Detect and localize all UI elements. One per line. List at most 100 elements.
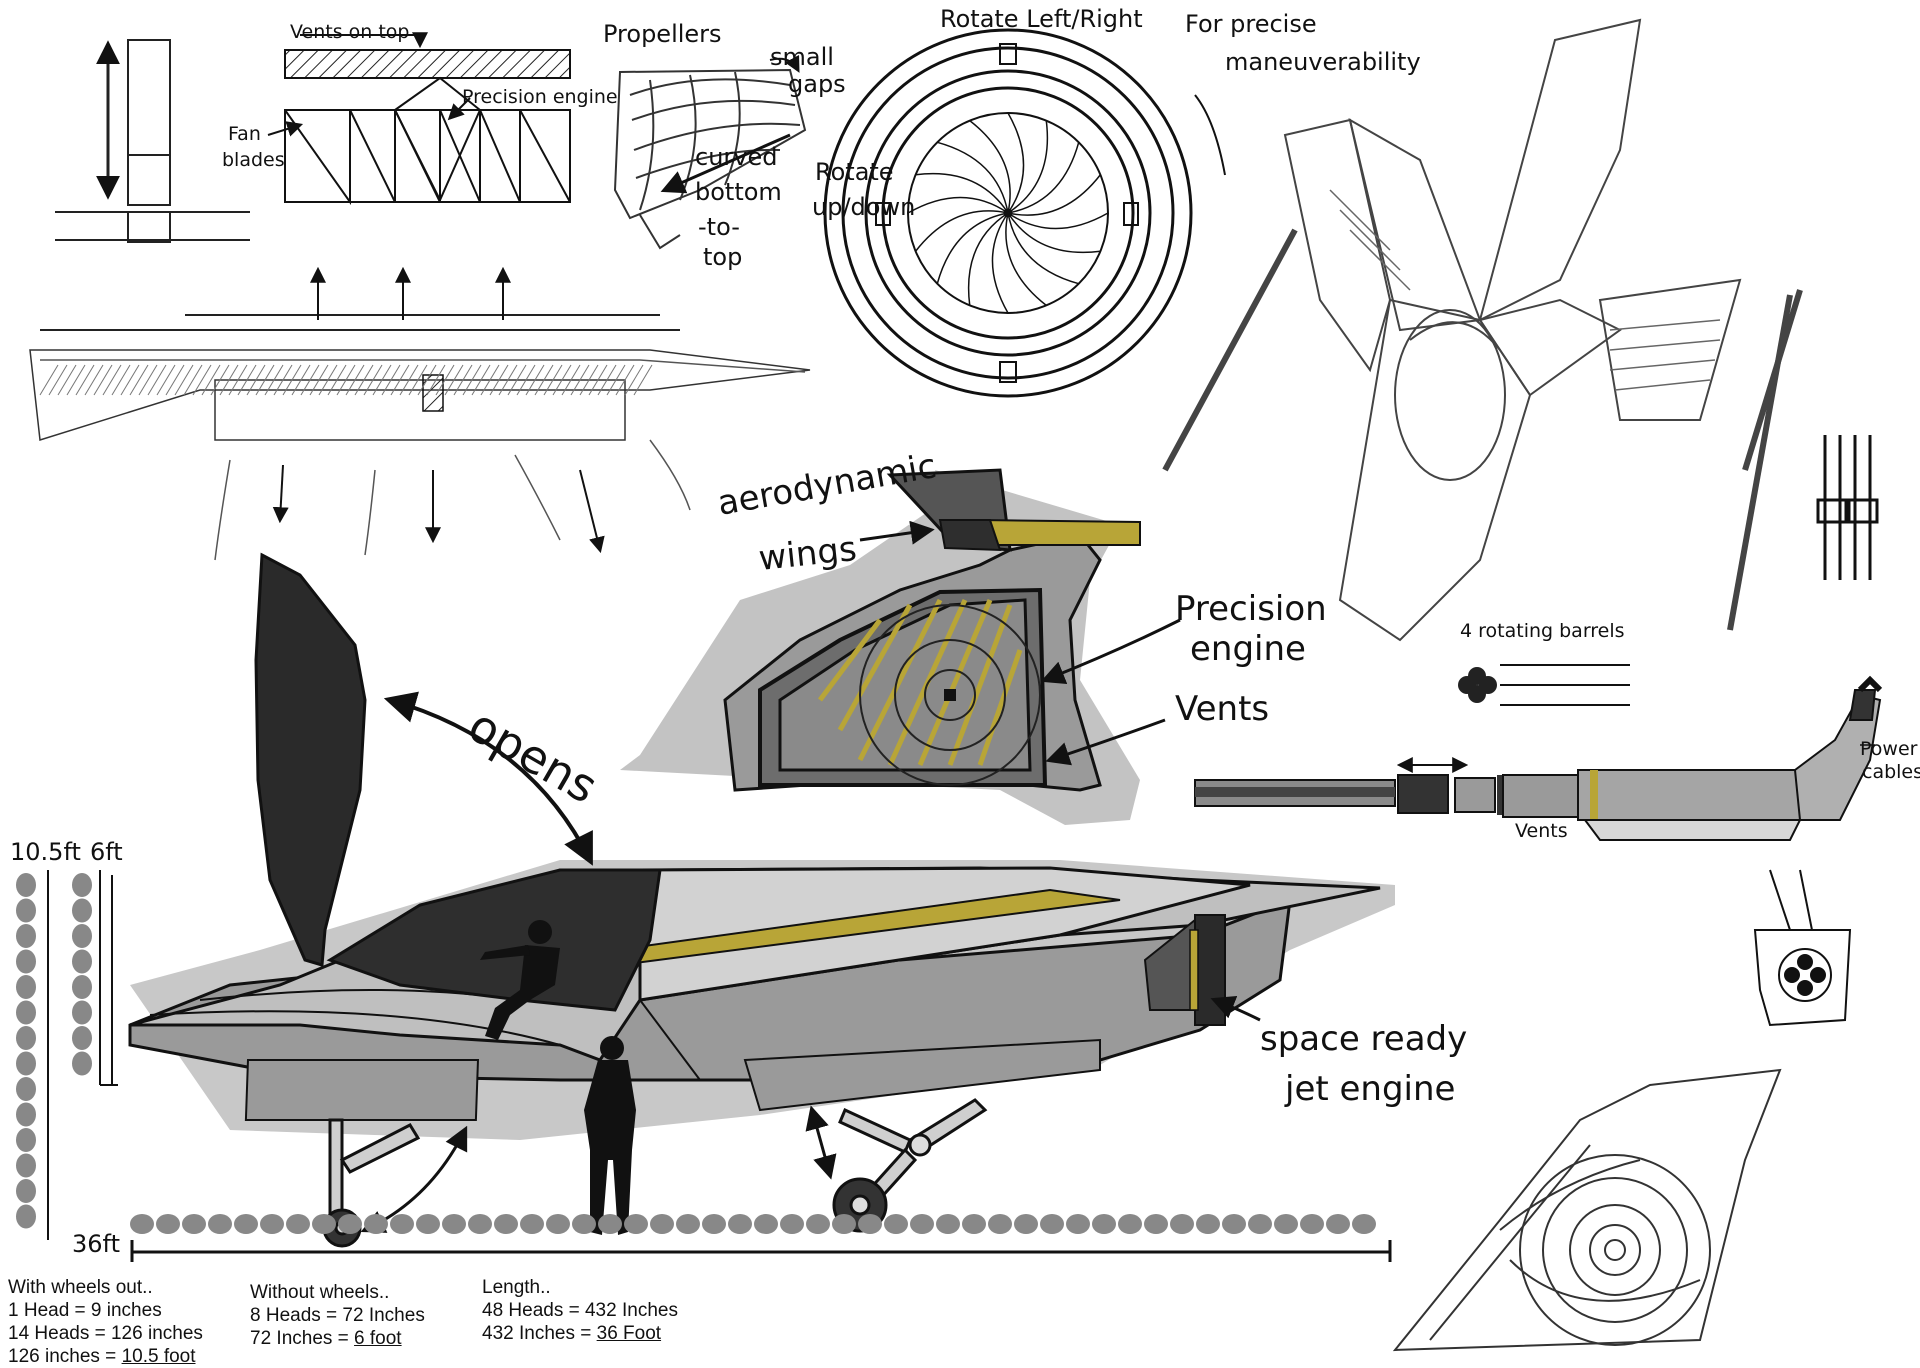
- small-label: small: [770, 43, 834, 71]
- head-unit: [16, 1204, 36, 1229]
- head-unit: [754, 1214, 778, 1234]
- head-unit: [650, 1214, 674, 1234]
- head-unit: [72, 1026, 92, 1050]
- rotating-engine-rings: [823, 28, 1226, 398]
- head-unit: [338, 1214, 362, 1234]
- propellers-label: Propellers: [603, 20, 722, 48]
- head-unit: [16, 1128, 36, 1152]
- iris-blade: [1007, 212, 1109, 230]
- to-label: -to-: [698, 213, 740, 241]
- head-unit: [1248, 1214, 1272, 1234]
- head-unit: [728, 1214, 752, 1234]
- head-unit: [16, 1000, 36, 1025]
- head-unit: [72, 949, 92, 974]
- fan-label: Fan: [228, 123, 261, 145]
- head-unit: [182, 1214, 206, 1234]
- head-unit: [780, 1214, 804, 1234]
- rotate-left-right-label: Rotate Left/Right: [940, 5, 1143, 33]
- engine-perspective-sketch: [1392, 1068, 1782, 1352]
- precision-label: Precision: [1175, 589, 1327, 629]
- iris-blade: [1007, 120, 1049, 214]
- length-notes: Length.. 48 Heads = 432 Inches 432 Inche…: [482, 1276, 678, 1345]
- length-value: 36 Foot: [596, 1323, 662, 1344]
- iris-blade: [1007, 112, 1025, 214]
- height-scale: [16, 870, 118, 1240]
- head-unit: [468, 1214, 492, 1234]
- without-wheels-notes: Without wheels.. 8 Heads = 72 Inches 72 …: [250, 1281, 425, 1350]
- head-unit: [1352, 1214, 1376, 1234]
- wheels-out-line3: 126 inches = 10.5 foot: [8, 1346, 196, 1367]
- head-unit: [910, 1214, 934, 1234]
- iris-blade: [967, 212, 1009, 306]
- head-unit: [16, 1051, 36, 1076]
- power-label: Power: [1860, 738, 1918, 760]
- head-unit: [156, 1214, 180, 1234]
- maneuverability-label: maneuverability: [1225, 48, 1421, 76]
- rear-landing-gear: [832, 1098, 988, 1233]
- head-unit: [1144, 1214, 1168, 1234]
- head-unit: [676, 1214, 700, 1234]
- fan-blade-diagram: [267, 32, 571, 206]
- wing-engine-nacelle: [620, 468, 1141, 825]
- head-unit: [1274, 1214, 1298, 1234]
- head-unit: [702, 1214, 726, 1234]
- head-unit: [1092, 1214, 1116, 1234]
- wheels-out-value: 10.5 foot: [121, 1346, 196, 1367]
- engine-label: engine: [1190, 629, 1306, 669]
- head-unit: [16, 975, 36, 999]
- vents-on-top-label: Vents on top: [290, 21, 409, 43]
- head-unit: [884, 1214, 908, 1234]
- head-unit: [16, 949, 36, 974]
- head-unit: [988, 1214, 1012, 1234]
- iris-blade: [907, 196, 1009, 214]
- head-unit: [16, 898, 36, 923]
- head-unit: [832, 1214, 856, 1234]
- head-unit: [16, 1153, 36, 1178]
- length-line2: 432 Inches = 36 Foot: [482, 1323, 662, 1344]
- iris-blade: [1007, 142, 1080, 214]
- front-view-sketch: [1162, 18, 1803, 642]
- opens-arrow: [383, 691, 593, 866]
- head-unit: [1222, 1214, 1246, 1234]
- head-unit: [16, 924, 36, 948]
- space-ready-label: space ready: [1260, 1019, 1467, 1059]
- blades-label: blades: [222, 149, 285, 171]
- vents-small-label: Vents: [1515, 820, 1568, 842]
- bottom-label: bottom: [695, 178, 782, 206]
- wheels-out-line2: 14 Heads = 126 inches: [8, 1323, 203, 1344]
- aerodynamic-label: aerodynamic: [715, 446, 940, 524]
- jet-engine-label: jet engine: [1284, 1069, 1455, 1109]
- for-precise-label: For precise: [1185, 10, 1317, 38]
- head-unit: [1170, 1214, 1194, 1234]
- iris-blade: [1005, 212, 1047, 306]
- head-unit: [1040, 1214, 1064, 1234]
- length-scale: [130, 1214, 1392, 1262]
- rotate-label: Rotate: [815, 158, 894, 186]
- iris-blade: [1007, 212, 1079, 285]
- head-unit: [962, 1214, 986, 1234]
- wheels-out-line1: 1 Head = 9 inches: [8, 1300, 162, 1321]
- iris-blade: [915, 210, 1009, 252]
- head-unit: [390, 1214, 414, 1234]
- iris-blade: [991, 212, 1009, 314]
- iris-blade: [1007, 212, 1101, 254]
- head-unit: [72, 898, 92, 923]
- head-unit: [16, 1179, 36, 1203]
- without-wheels-value: 6 foot: [354, 1328, 402, 1349]
- pilot-silhouette: [480, 920, 560, 1040]
- head-unit: [286, 1214, 310, 1234]
- head-unit: [1300, 1214, 1324, 1234]
- head-unit: [858, 1214, 882, 1234]
- head-unit: [546, 1214, 570, 1234]
- gatling-cannon: [1194, 664, 1883, 841]
- without-wheels-line1: 8 Heads = 72 Inches: [250, 1305, 425, 1326]
- curved-label: curved: [695, 143, 777, 171]
- propeller-sketch: [613, 54, 807, 250]
- head-unit: [208, 1214, 232, 1234]
- head-unit: [16, 1102, 36, 1127]
- head-unit: [72, 873, 92, 897]
- head-unit: [72, 1000, 92, 1025]
- head-unit: [806, 1214, 830, 1234]
- iris-blade: [915, 172, 1009, 214]
- person-scale-silhouette: [584, 1036, 636, 1235]
